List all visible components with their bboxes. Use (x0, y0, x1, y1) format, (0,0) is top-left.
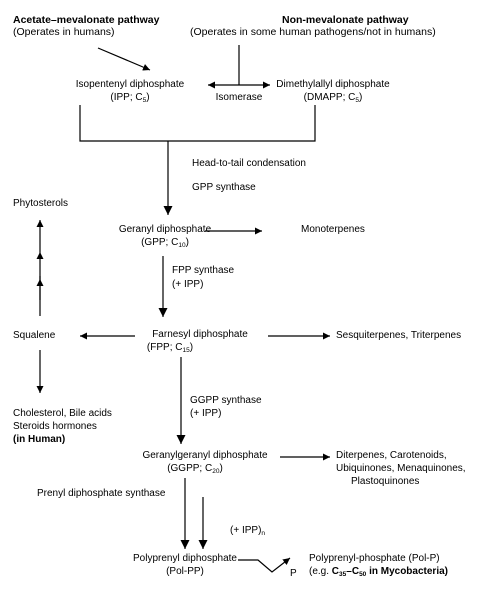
phosphate-label: P (290, 568, 297, 579)
gpp-name: Geranyl diphosphate (118, 224, 212, 235)
diterpenes-line-3: Plastoquinones (351, 476, 420, 487)
join-bracket (79, 105, 316, 142)
dmapp-abbr: (DMAPP; C5) (303, 92, 363, 104)
isomerase-label: Isomerase (215, 92, 263, 103)
nonmevalonate-pathway-title: Non-mevalonate pathway (282, 14, 409, 26)
ggpp-synthase-label: GGPP synthase (190, 395, 262, 406)
nonmevalonate-pathway-note: (Operates in some human pathogens/not in… (190, 26, 436, 38)
fpp-synthase-label: FPP synthase (172, 265, 235, 276)
condensation-label: Head-to-tail condensation (192, 158, 306, 169)
polp-example: (e.g. C35–C50 in Mycobacteria) (309, 566, 448, 578)
fpp-synthase-ipp: (+ IPP) (172, 279, 204, 290)
cholesterol-line-1: Cholesterol, Bile acids (13, 408, 112, 419)
polpp-abbr: (Pol-PP) (166, 566, 204, 577)
arrow-mevalonate-to-ipp (97, 47, 151, 71)
cholesterol-line-3: (in Human) (13, 434, 66, 445)
ipp-abbr: (IPP; C5) (110, 92, 150, 104)
diterpenes-line-2: Ubiquinones, Menaquinones, (336, 463, 466, 474)
mevalonate-pathway-note: (Operates in humans) (13, 26, 115, 38)
monoterpenes-label: Monoterpenes (301, 224, 365, 235)
ipp-n-label: (+ IPP)n (230, 525, 266, 537)
gpp-synthase-label: GPP synthase (192, 182, 256, 193)
arrow-polpp-to-polp (238, 557, 291, 573)
squalene-label: Squalene (13, 330, 56, 341)
cholesterol-line-2: Steroids hormones (13, 421, 97, 432)
fpp-name: Farnesyl diphosphate (152, 329, 248, 340)
gpp-abbr: (GPP; C10) (141, 237, 189, 249)
fpp-abbr: (FPP; C15) (146, 342, 194, 354)
ggpp-abbr: (GGPP; C20) (167, 463, 223, 475)
prenyl-synthase-label: Prenyl diphosphate synthase (37, 488, 166, 499)
sesquiterpenes-label: Sesquiterpenes, Triterpenes (336, 330, 462, 341)
polpp-name: Polyprenyl diphosphate (133, 553, 237, 564)
phytosterols-label: Phytosterols (13, 198, 69, 209)
dmapp-name: Dimethylallyl diphosphate (276, 79, 390, 90)
ipp-name: Isopentenyl diphosphate (75, 79, 185, 90)
ggpp-name: Geranylgeranyl diphosphate (142, 450, 268, 461)
ggpp-synthase-ipp: (+ IPP) (190, 408, 222, 419)
diterpenes-line-1: Diterpenes, Carotenoids, (336, 450, 447, 461)
mevalonate-pathway-title: Acetate–mevalonate pathway (13, 14, 160, 26)
polp-name: Polyprenyl-phosphate (Pol-P) (309, 553, 440, 564)
